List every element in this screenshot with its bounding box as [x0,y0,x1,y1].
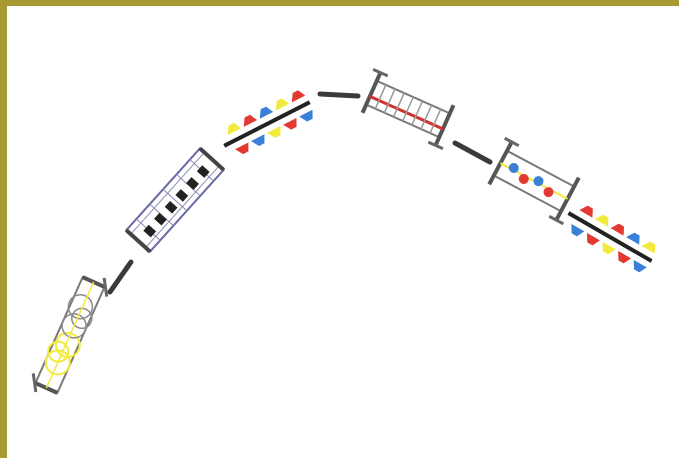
connector-links [107,91,493,295]
stepping-pods-icon [567,205,656,273]
stepping-pods-icon [223,90,313,155]
red-bar-frame-icon [360,68,456,150]
yellow-ring-climber-icon [31,275,109,395]
link-pods-to-redframe [317,91,361,99]
link-rings-to-ladder [107,259,134,295]
ball-track-frame-icon [487,136,581,226]
link-redframe-to-ballframe [452,140,493,165]
black-rung-ladder-icon [124,146,226,254]
